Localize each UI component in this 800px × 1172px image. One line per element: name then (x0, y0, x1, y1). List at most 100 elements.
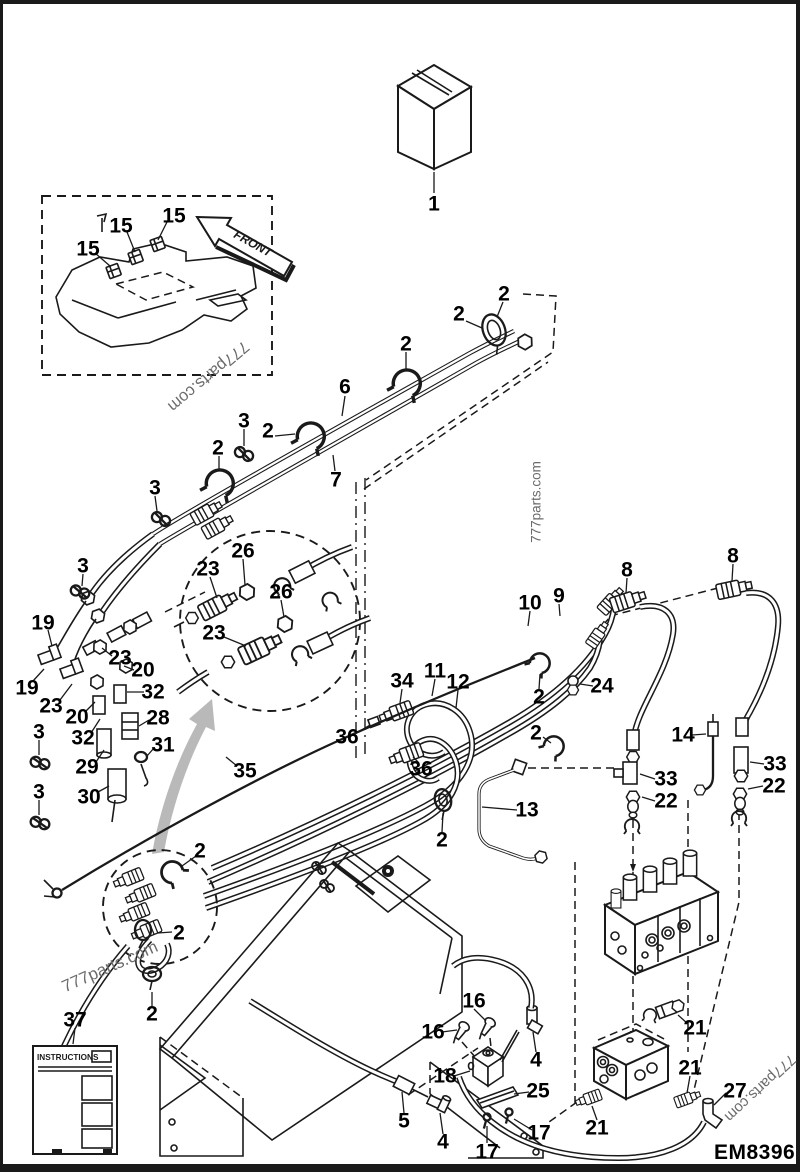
clip-icon (28, 814, 52, 832)
elbow-fitting-icon (36, 643, 63, 666)
part-callout-18: 18 (433, 1064, 457, 1088)
ferrule-icon (306, 630, 334, 656)
part-callout-14: 14 (671, 723, 695, 747)
part-callout-16: 16 (462, 989, 486, 1013)
clip-icon (149, 235, 167, 253)
elbow-4-icon (425, 1094, 452, 1114)
instructions-title: INSTRUCTIONS (37, 1053, 99, 1062)
part-callout-2: 2 (194, 839, 206, 863)
fitting-33-icon (733, 746, 749, 774)
clip-icon (105, 262, 123, 280)
nut-icon (693, 784, 707, 796)
part-callout-35: 35 (233, 759, 257, 783)
part-callout-2: 2 (212, 436, 224, 460)
oring-31-icon (133, 750, 149, 764)
ferrule-icon (287, 559, 317, 585)
part-callout-22: 22 (654, 789, 678, 813)
control-valve-block (602, 849, 721, 1025)
clamp-icon (198, 463, 241, 505)
coupler-detail-circle (173, 530, 372, 712)
watermark-777parts: 777parts.com (528, 461, 544, 543)
part-callout-3: 3 (149, 476, 161, 500)
part-callout-1: 1 (428, 192, 440, 216)
clamp-icon (537, 730, 570, 763)
left-fitting-cluster (28, 531, 206, 832)
part-callout-15: 15 (76, 237, 100, 261)
clip-icon (28, 754, 52, 772)
part-callout-29: 29 (75, 755, 99, 779)
hose-8-assemblies (566, 563, 782, 835)
part-callout-2: 2 (173, 921, 185, 945)
part-callout-21: 21 (678, 1056, 702, 1080)
half-clamp-icon (318, 588, 343, 613)
valve-section-icon (642, 865, 658, 893)
half-clamp-icon (287, 642, 314, 668)
clip-icon (317, 877, 337, 895)
nut-26-icon (273, 613, 297, 635)
part-callout-25: 25 (526, 1079, 550, 1103)
sleeve-28-icon (121, 712, 139, 740)
part-callout-2: 2 (146, 1002, 158, 1026)
clamp-icon (133, 918, 153, 949)
part-callout-3: 3 (238, 409, 250, 433)
nut-icon (184, 611, 200, 625)
part-callout-36: 36 (409, 757, 433, 781)
part-callout-33: 33 (654, 767, 678, 791)
pulley-clamp-icon (481, 313, 507, 355)
valve-section-icon (662, 857, 678, 885)
part-callout-3: 3 (33, 720, 45, 744)
shipping-box (396, 63, 473, 193)
part-callout-17: 17 (527, 1121, 551, 1145)
part-callout-13: 13 (515, 798, 539, 822)
part-callout-2: 2 (530, 721, 542, 745)
part-callout-7: 7 (330, 468, 342, 492)
nut-26-icon (235, 581, 259, 603)
part-callout-32: 32 (71, 726, 95, 750)
clamp-2-frame (433, 788, 453, 833)
hose-bundle-circle (61, 849, 218, 1048)
snap-ring-icon (623, 818, 641, 835)
part-callout-3: 3 (33, 780, 45, 804)
ferrule-icon (392, 1074, 416, 1096)
part-callout-34: 34 (390, 669, 414, 693)
clamp-icon (141, 965, 163, 991)
part-callout-2: 2 (498, 282, 510, 306)
part-callout-11: 11 (423, 659, 447, 683)
elbow-27-icon (702, 1097, 724, 1130)
part-callout-33: 33 (763, 752, 787, 776)
part-callout-19: 19 (15, 676, 39, 700)
part-callout-10: 10 (518, 591, 542, 615)
adapter-32-icon (113, 684, 127, 704)
clip-icon (127, 248, 145, 266)
tee-33-icon (613, 761, 638, 785)
main-hose-band (43, 584, 627, 911)
part-callout-23: 23 (196, 557, 220, 581)
part-callout-27: 27 (723, 1079, 747, 1103)
nut-icon (87, 672, 107, 692)
bolt-16-icon (447, 1019, 472, 1047)
part-callout-30: 30 (77, 785, 101, 809)
part-callout-28: 28 (146, 706, 170, 730)
part-callout-15: 15 (162, 204, 186, 228)
part-callout-2: 2 (533, 685, 545, 709)
part-callout-9: 9 (553, 584, 565, 608)
instructions-sheet: INSTRUCTIONS (32, 1027, 118, 1155)
clip-icon (149, 509, 173, 529)
part-callout-23: 23 (108, 646, 132, 670)
part-callout-16: 16 (421, 1020, 445, 1044)
part-callout-2: 2 (436, 828, 448, 852)
part-callout-21: 21 (683, 1016, 707, 1040)
nut-icon (625, 750, 641, 764)
hose-end-icon (117, 901, 151, 926)
valve-section-icon (610, 888, 622, 909)
part-callout-4: 4 (437, 1130, 449, 1154)
manifold-block (456, 1028, 727, 1162)
snap-ring-icon (641, 1007, 659, 1024)
part-callout-8: 8 (727, 544, 739, 568)
part-callout-20: 20 (131, 658, 155, 682)
tube-13 (477, 758, 550, 865)
part-callout-26: 26 (231, 539, 255, 563)
part-callout-37: 37 (63, 1008, 87, 1032)
hose-fitting-icon (714, 576, 754, 601)
